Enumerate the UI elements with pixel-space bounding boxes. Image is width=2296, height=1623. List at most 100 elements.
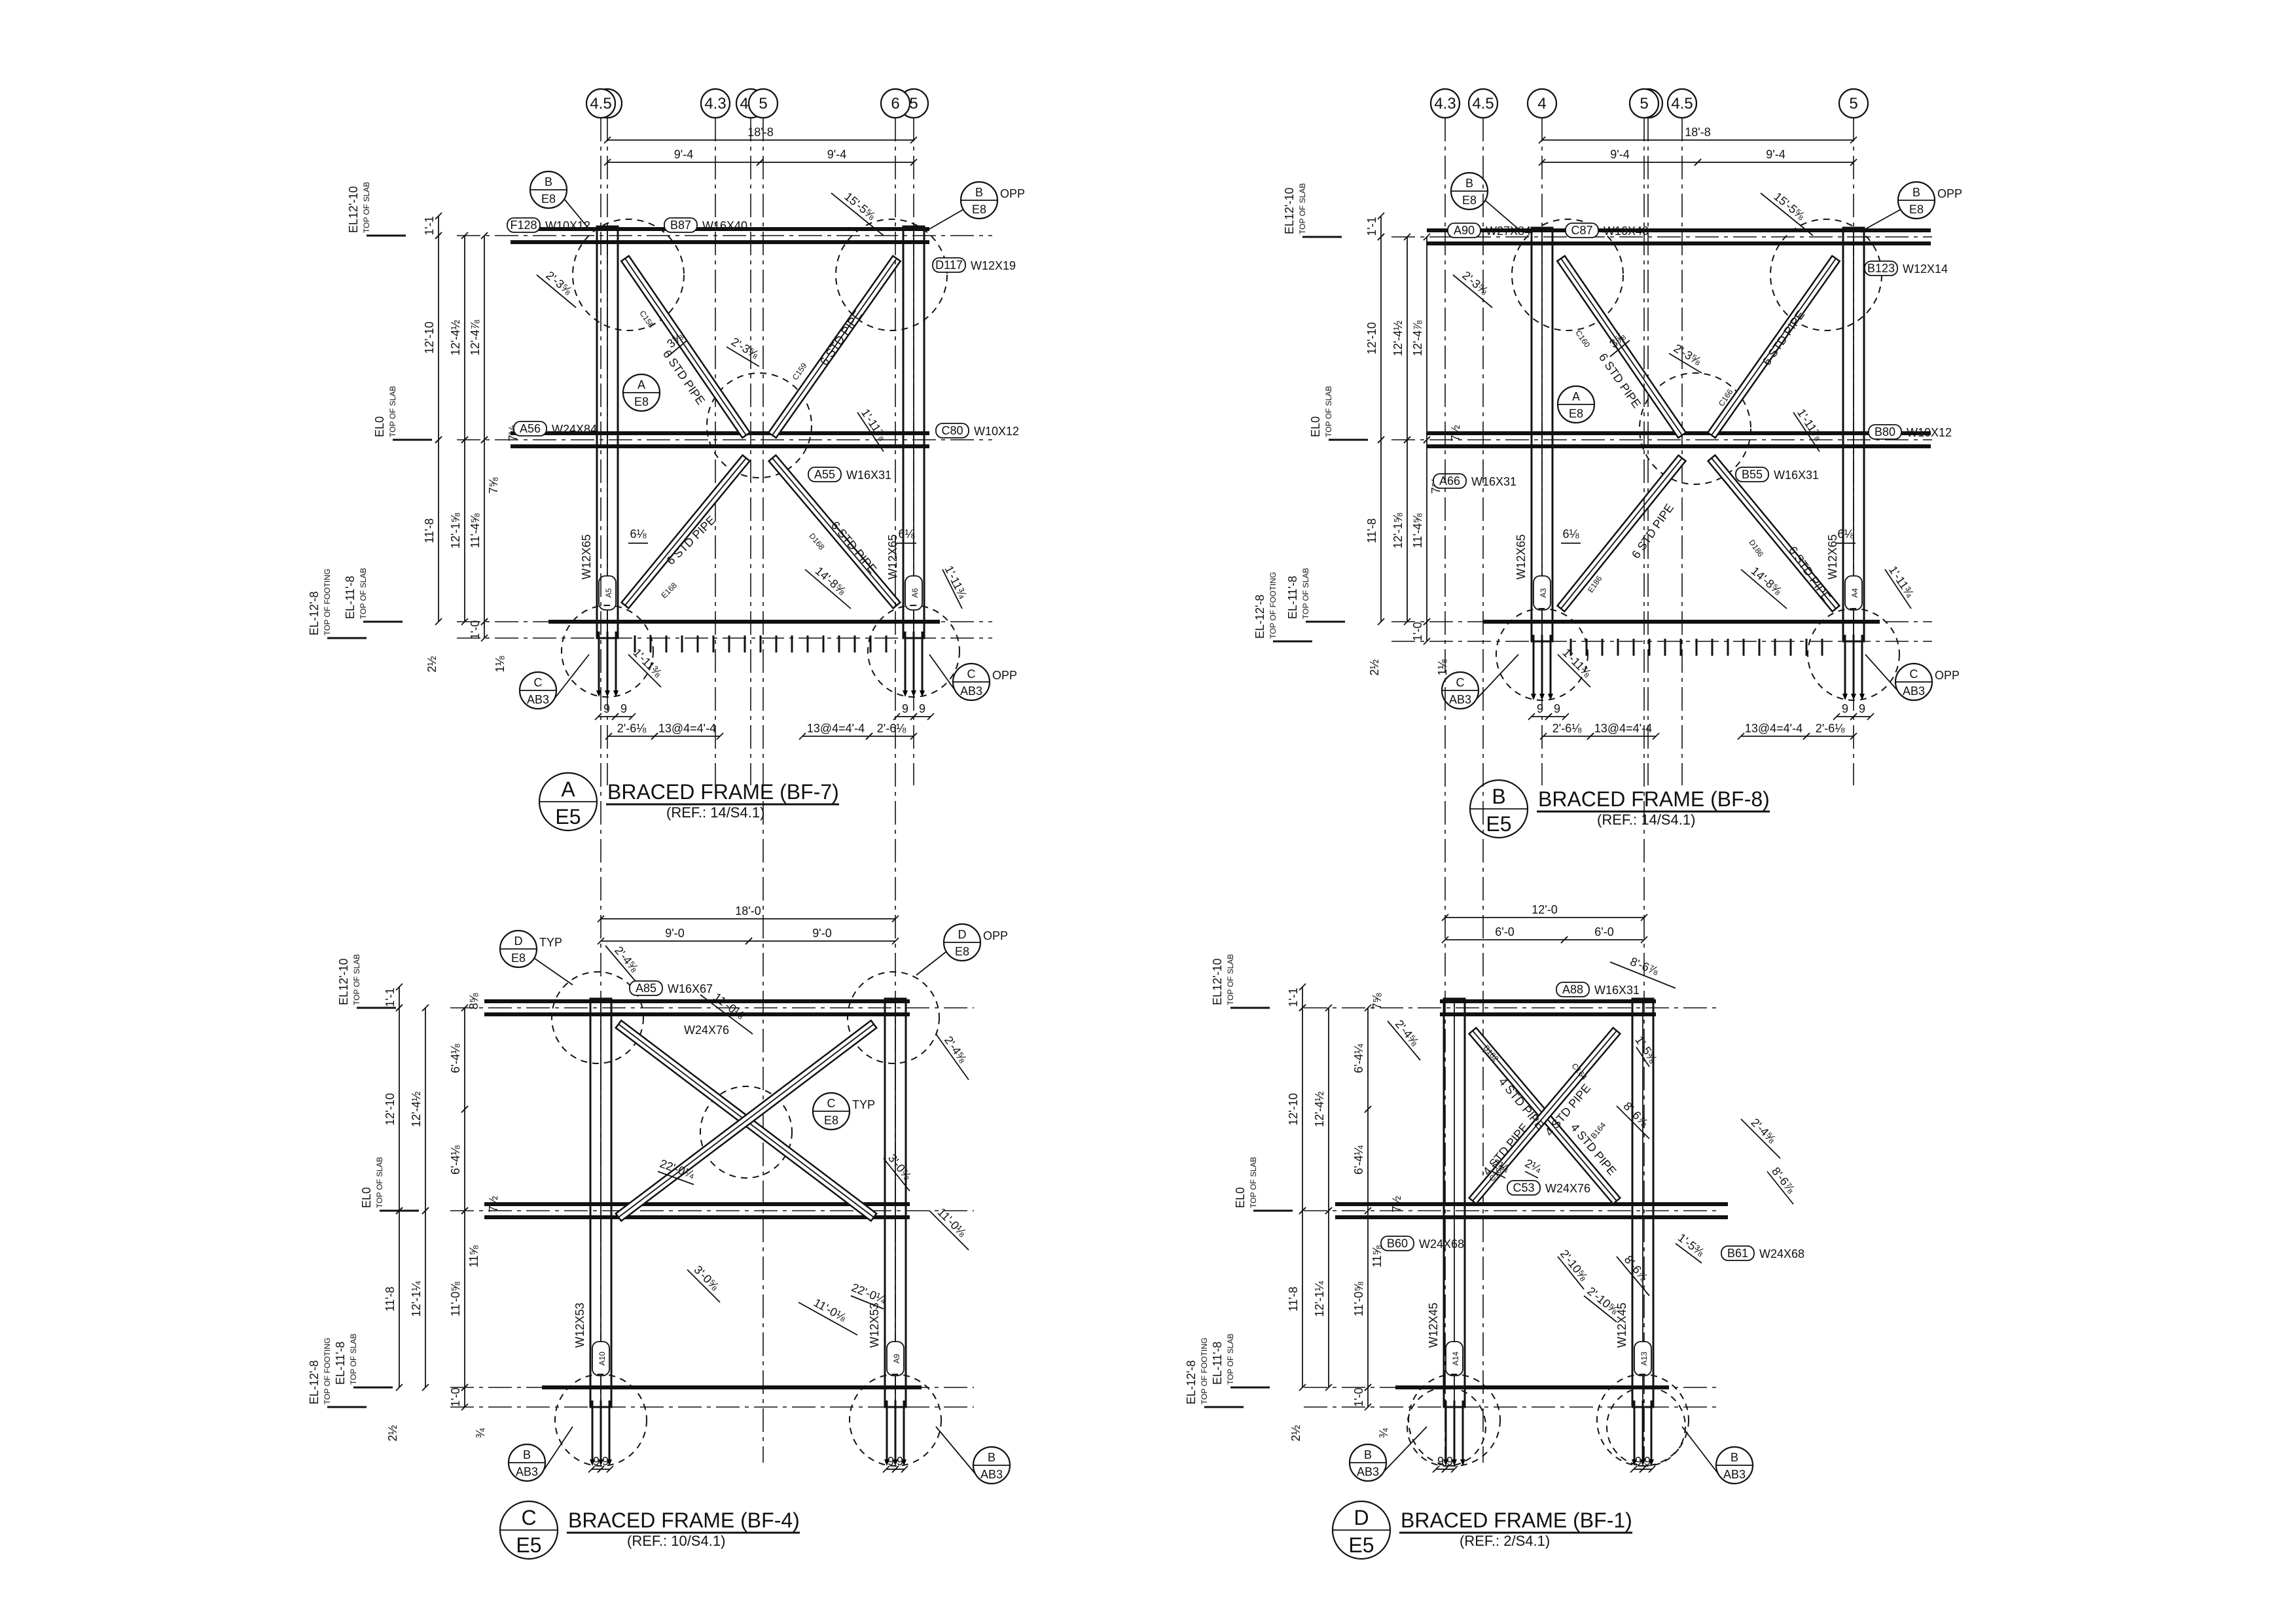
grid-bubble [1628, 88, 1660, 119]
elevation-value: EL-11'-8 [1211, 1342, 1224, 1385]
elevation-note: TOP OF SLAB [1226, 1334, 1235, 1385]
tag-outline [1507, 1180, 1541, 1196]
detail-callout-sheet: AB3 [527, 693, 549, 706]
dimension-tick [1648, 1465, 1656, 1473]
frame-tag-letter: B [1492, 785, 1505, 808]
column-tag-outline [598, 575, 617, 611]
vertical-dim: 12'-4½ [449, 320, 462, 355]
beam-size: W10X12 [974, 425, 1019, 438]
beam-size: W16X40 [1604, 224, 1649, 238]
anchor-rod-tip [1443, 1459, 1448, 1466]
diagonal-dimension-line [850, 1295, 884, 1310]
half-width-dim: 6'-0 [1594, 925, 1613, 938]
dimension-tick [651, 732, 658, 740]
grid-bubble-label: 4 [1537, 95, 1546, 113]
bottom-dim: 9 [1537, 702, 1543, 715]
anchor-rod-tip [598, 1459, 603, 1466]
elevation-note: TOP OF FOOTING [1268, 572, 1278, 639]
grid-bubble [585, 88, 617, 119]
dimension-tick [910, 158, 918, 166]
detail-callout-note: OPP [1937, 187, 1962, 200]
detail-callout-note: OPP [983, 929, 1008, 942]
vertical-dim: 12'-1¼ [1313, 1281, 1326, 1317]
column-tag: A3 [1539, 588, 1548, 597]
vertical-dim: 11'-0⅝ [1352, 1281, 1365, 1316]
grid-bubble-label: 4.3 [1434, 95, 1456, 113]
detail-circle [1639, 372, 1751, 485]
grid-bubble-label: 6 [891, 95, 899, 113]
dimension-tick [1640, 914, 1648, 921]
half-width-dim: 9'-4 [674, 148, 693, 161]
detail-callout-sheet: E8 [511, 952, 526, 965]
dimension-tick [605, 732, 613, 740]
bottom-dim: 9 [888, 1455, 894, 1468]
tag-outline [1556, 982, 1590, 997]
dimension-tick [1325, 1004, 1333, 1012]
frame-tag-letter: A [561, 777, 575, 801]
callout-leader [929, 654, 956, 692]
vertical-dim: 12'-4½ [1313, 1092, 1326, 1127]
detail-circle [1408, 1374, 1501, 1467]
elevation-note: TOP OF SLAB [359, 568, 368, 619]
bottom-dim: 13@4=4'-4 [658, 722, 716, 735]
diagonal-dimension-line [1609, 340, 1630, 357]
elevation-note: TOP OF FOOTING [323, 569, 332, 635]
dimension-tick [1325, 1383, 1333, 1391]
bottom-dim: 9 [593, 1455, 600, 1468]
dimension-tick [395, 983, 403, 991]
dimension-tick [1364, 1207, 1372, 1215]
dimension-tick [1545, 713, 1552, 721]
beam-size: W12X19 [971, 259, 1016, 272]
vertical-dim: 6'-4⅛ [449, 1043, 462, 1073]
vertical-dim: 1'-1 [423, 216, 436, 235]
anchor-rod-tip [1460, 1459, 1465, 1466]
diagonal-dimension-line [831, 192, 884, 236]
column-tag-outline [592, 1341, 610, 1376]
dimension-tick [1441, 936, 1449, 944]
dimension-tick [422, 1383, 429, 1391]
half-width-dim: 6'-0 [1495, 925, 1514, 938]
vertical-dim: 12'-4⅞ [1411, 320, 1424, 356]
dimension-tick [1299, 983, 1306, 991]
dimension-tick [1299, 1004, 1306, 1012]
beam-tag: F128 [510, 219, 537, 232]
frame-tag-sheet: E5 [1348, 1533, 1374, 1557]
elevation-value: EL0 [1309, 416, 1322, 437]
detail-callout-note: TYP [852, 1098, 875, 1111]
detail-callout-letter: C [967, 668, 976, 681]
beam-size: W16X67 [668, 982, 713, 995]
bottom-dim: 9 [602, 1455, 609, 1468]
tag-outline [1447, 223, 1481, 238]
half-width-dim: 9'-0 [812, 927, 831, 940]
elevation-note: TOP OF SLAB [1298, 183, 1307, 234]
beam-size: W16X40 [702, 219, 747, 232]
brace-centerline [624, 457, 747, 606]
dimension-tick [1377, 233, 1385, 241]
beam-size: W16X31 [1471, 475, 1516, 488]
beam-tag: B55 [1742, 468, 1763, 481]
bottom-dim: 9 [1446, 1455, 1453, 1468]
elevation-note: TOP OF SLAB [362, 182, 371, 233]
callout-leader [564, 198, 590, 230]
bottom-dim: 9 [1859, 702, 1865, 715]
dimension-tick [1364, 1403, 1372, 1411]
bottom-dim: 9 [603, 702, 610, 715]
dimension-tick [798, 732, 806, 740]
detail-callout-sheet: E8 [972, 203, 986, 216]
detail-circle [554, 1374, 647, 1467]
dimension-tick [435, 436, 442, 444]
brace-centerline [772, 457, 897, 606]
detail-callout-sheet: E8 [1909, 203, 1924, 216]
dimension-tick [901, 1465, 908, 1473]
column-tag-outline [1533, 575, 1551, 611]
vertical-dim: ¾ [1377, 1428, 1390, 1438]
tag-outline [513, 421, 547, 437]
dimension-tick [1850, 732, 1857, 740]
diagonal-dimension-line [1767, 1171, 1794, 1205]
tag-outline [935, 423, 969, 438]
beam-tag: B87 [670, 219, 691, 232]
anchor-rod-tip [1452, 1459, 1457, 1466]
overall-width-dim: 18'-8 [747, 126, 773, 139]
elevation-note: TOP OF SLAB [375, 1157, 384, 1208]
